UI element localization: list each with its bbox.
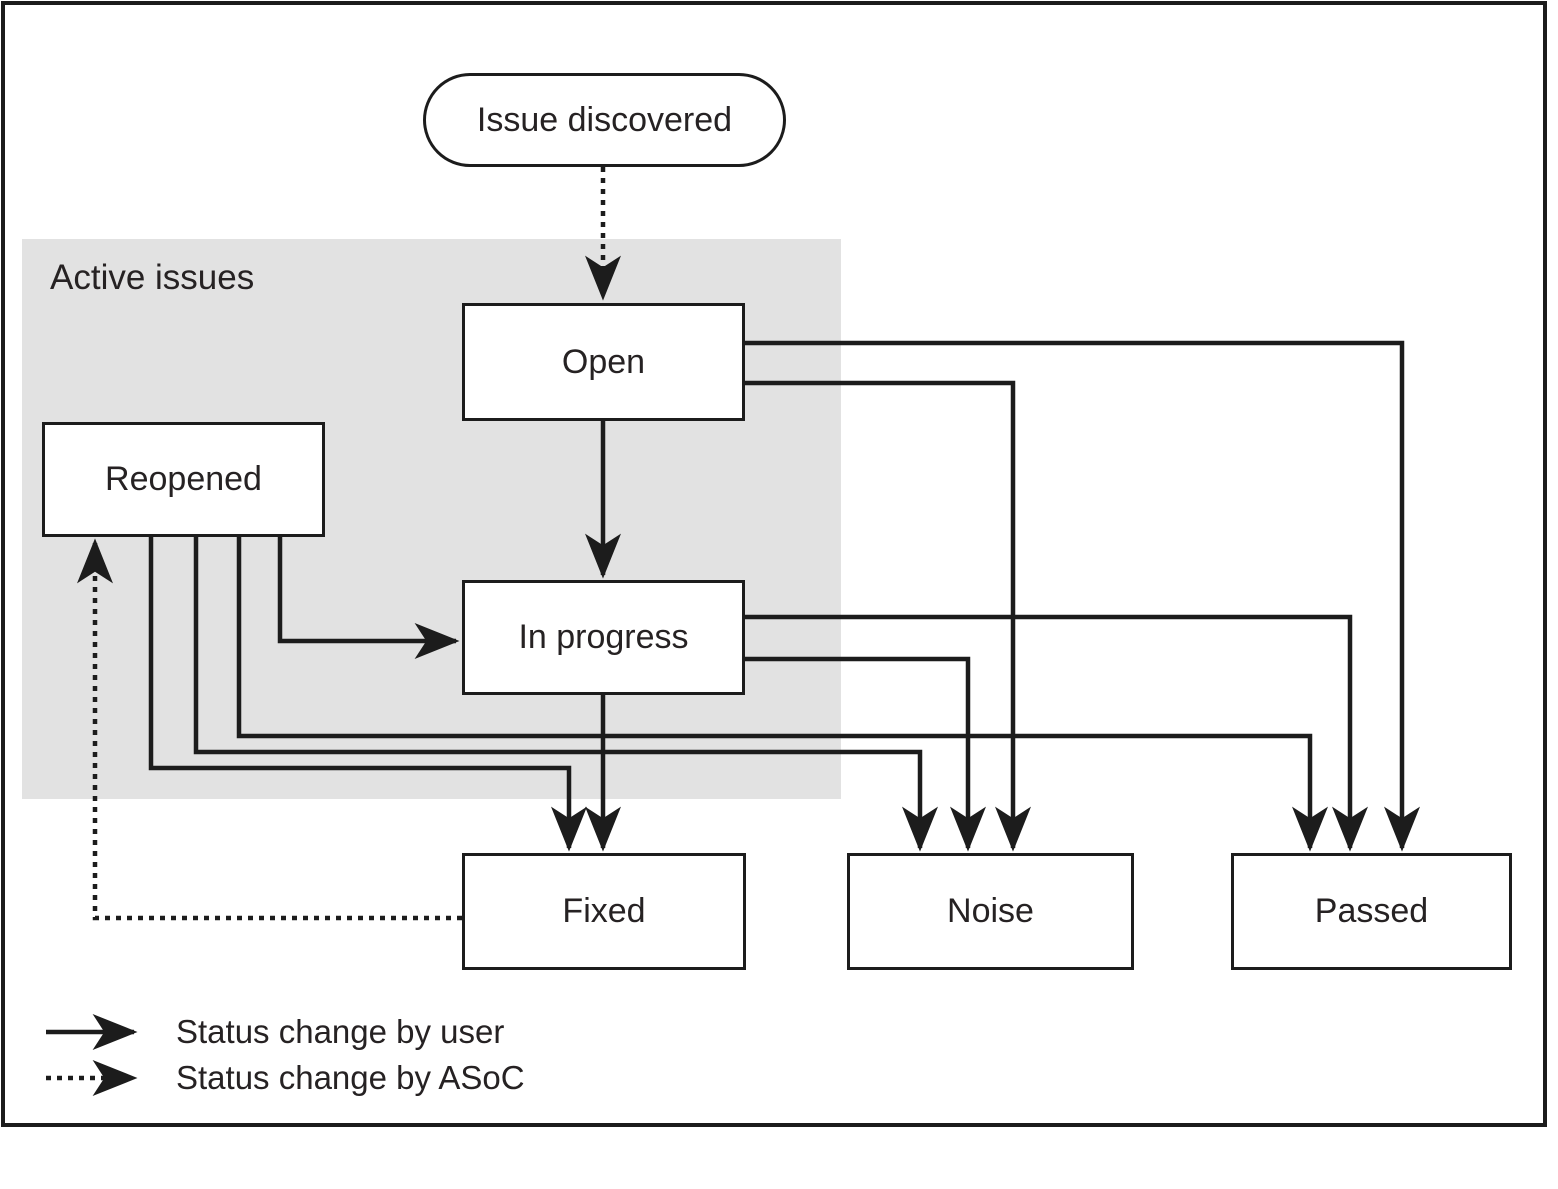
edge-open-to-noise bbox=[745, 380, 1031, 852]
edge-reopened-to-fixed bbox=[148, 537, 587, 852]
edge-reopened-to-noise bbox=[193, 537, 938, 852]
edge-open-to-passed bbox=[745, 340, 1420, 852]
node-open: Open bbox=[462, 303, 745, 421]
edge-in-progress-to-passed bbox=[745, 614, 1368, 852]
edge-reopened-to-passed bbox=[236, 537, 1328, 852]
active-issues-region-label: Active issues bbox=[50, 258, 255, 297]
outer-border bbox=[1, 1, 1547, 1127]
node-in-progress: In progress bbox=[462, 580, 745, 695]
node-passed: Passed bbox=[1231, 853, 1512, 970]
legend-item-user: Status change by user bbox=[176, 1013, 505, 1050]
node-issue-discovered-label: Issue discovered bbox=[476, 100, 733, 139]
node-passed-label: Passed bbox=[1314, 892, 1429, 930]
node-fixed-label: Fixed bbox=[562, 892, 646, 930]
node-fixed: Fixed bbox=[462, 853, 746, 970]
node-reopened: Reopened bbox=[42, 422, 325, 537]
node-noise: Noise bbox=[847, 853, 1134, 970]
node-open-label: Open bbox=[561, 342, 646, 381]
node-noise-label: Noise bbox=[947, 892, 1034, 930]
edge-fixed-to-reopened bbox=[77, 538, 462, 921]
node-in-progress-label: In progress bbox=[518, 618, 689, 656]
node-issue-discovered: Issue discovered bbox=[423, 73, 786, 167]
node-reopened-label: Reopened bbox=[105, 460, 262, 498]
edge-in-progress-to-noise bbox=[745, 656, 986, 852]
legend-item-asoc: Status change by ASoC bbox=[176, 1059, 525, 1096]
edge-reopened-to-in-progress bbox=[277, 537, 460, 659]
